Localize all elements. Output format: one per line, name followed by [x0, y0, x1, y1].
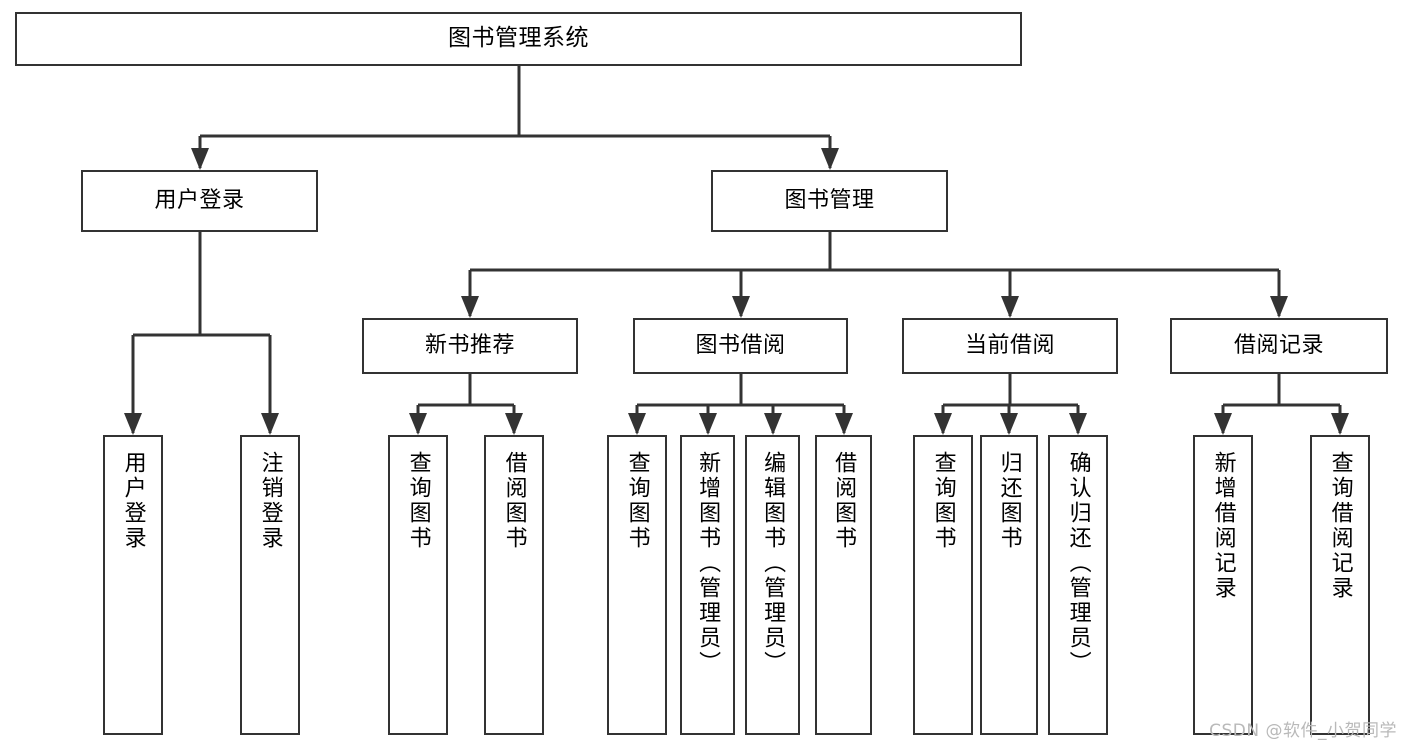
- node-leaf-borrow2[interactable]: 借阅图书: [815, 435, 872, 735]
- node-borrow[interactable]: 图书借阅: [633, 318, 848, 374]
- node-label: 借阅图书: [501, 451, 527, 551]
- node-label: 用户登录: [154, 188, 245, 214]
- node-leaf-logout[interactable]: 注销登录: [240, 435, 300, 735]
- node-records[interactable]: 借阅记录: [1170, 318, 1388, 374]
- node-leaf-login[interactable]: 用户登录: [103, 435, 163, 735]
- node-label: 当前借阅: [964, 333, 1055, 359]
- node-label: 确认归还（管理员）: [1065, 451, 1091, 676]
- node-leaf-borrow1[interactable]: 借阅图书: [484, 435, 544, 735]
- node-label: 查询图书: [405, 451, 431, 551]
- watermark-label: CSDN @软件_小贺同学: [1209, 721, 1397, 741]
- node-label: 新书推荐: [424, 333, 515, 359]
- node-leaf-confirm[interactable]: 确认归还（管理员）: [1048, 435, 1108, 735]
- node-label: 查询图书: [624, 451, 650, 551]
- node-label: 借阅图书: [831, 451, 857, 551]
- node-label: 用户登录: [120, 451, 146, 551]
- node-bookmgmt[interactable]: 图书管理: [711, 170, 948, 232]
- node-label: 新增图书（管理员）: [695, 451, 721, 676]
- node-leaf-addrec[interactable]: 新增借阅记录: [1193, 435, 1253, 735]
- node-label: 图书借阅: [695, 333, 786, 359]
- node-leaf-query2[interactable]: 查询图书: [607, 435, 667, 735]
- node-label: 归还图书: [996, 451, 1022, 551]
- node-login[interactable]: 用户登录: [81, 170, 318, 232]
- node-leaf-return[interactable]: 归还图书: [980, 435, 1038, 735]
- node-newbook[interactable]: 新书推荐: [362, 318, 578, 374]
- node-label: 图书管理系统: [448, 25, 589, 52]
- node-label: 编辑图书（管理员）: [760, 451, 786, 676]
- node-leaf-queryrec[interactable]: 查询借阅记录: [1310, 435, 1370, 735]
- node-label: 新增借阅记录: [1210, 451, 1236, 601]
- node-label: 注销登录: [257, 451, 283, 551]
- node-leaf-query1[interactable]: 查询图书: [388, 435, 448, 735]
- node-label: 借阅记录: [1233, 333, 1324, 359]
- node-leaf-add[interactable]: 新增图书（管理员）: [680, 435, 735, 735]
- node-leaf-query3[interactable]: 查询图书: [913, 435, 973, 735]
- node-label: 查询借阅记录: [1327, 451, 1353, 601]
- node-root[interactable]: 图书管理系统: [15, 12, 1022, 66]
- node-current[interactable]: 当前借阅: [902, 318, 1118, 374]
- node-leaf-edit[interactable]: 编辑图书（管理员）: [745, 435, 800, 735]
- node-label: 查询图书: [930, 451, 956, 551]
- node-label: 图书管理: [784, 188, 875, 214]
